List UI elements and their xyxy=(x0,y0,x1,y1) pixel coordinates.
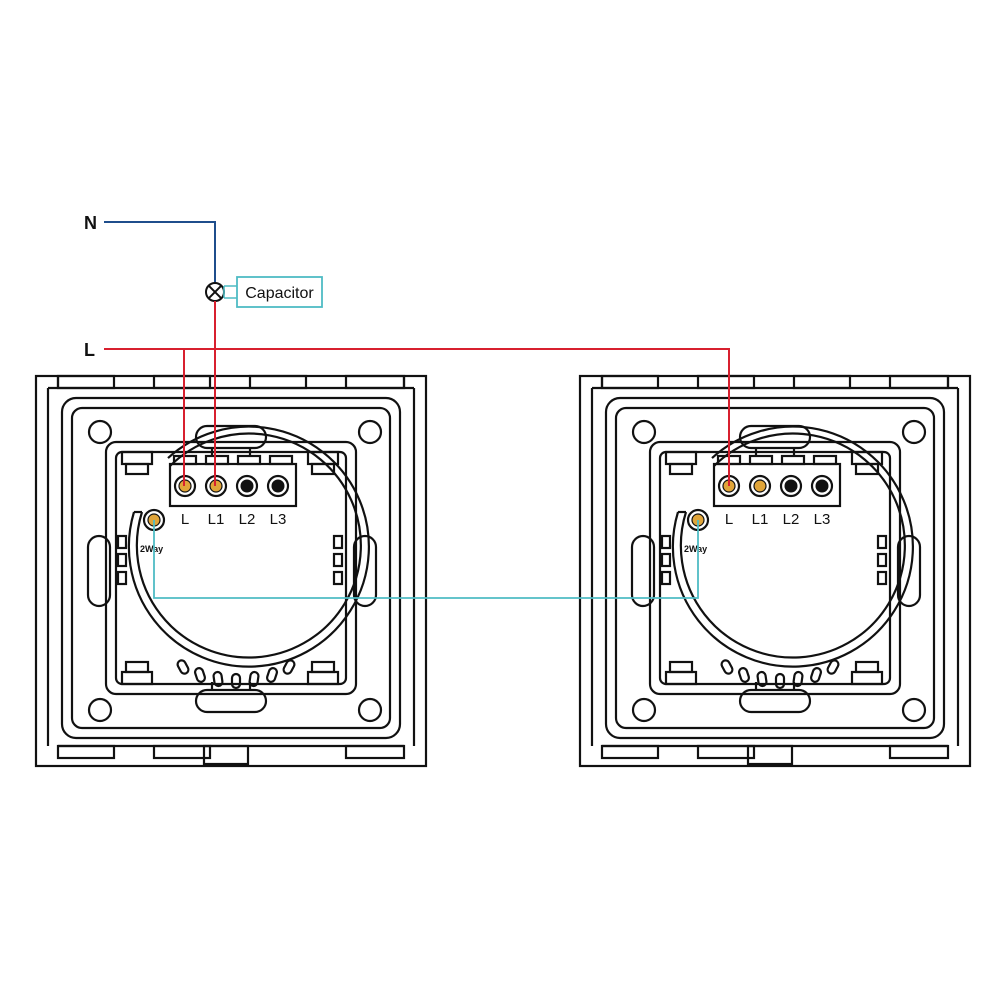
capacitor: Capacitor xyxy=(223,276,323,308)
terminal-label-l3: L3 xyxy=(814,511,831,528)
terminal-label-l1: L1 xyxy=(208,511,225,528)
two-way-label: 2Way xyxy=(684,544,707,554)
terminal-label-l1: L1 xyxy=(752,511,769,528)
terminal-label-l2: L2 xyxy=(783,511,800,528)
terminal-l2-black xyxy=(235,474,259,498)
terminal-label-l3: L3 xyxy=(270,511,287,528)
switch-panel-2: L L1 L2 L3 2Way xyxy=(578,374,972,768)
terminal-l3-black xyxy=(810,474,834,498)
capacitor-label: Capacitor xyxy=(245,285,314,302)
two-way-label: 2Way xyxy=(140,544,163,554)
terminal-l3-black xyxy=(266,474,290,498)
terminal-label-l2: L2 xyxy=(239,511,256,528)
live-label: L xyxy=(84,340,95,360)
terminal-l2-black xyxy=(779,474,803,498)
terminal-l1-brass xyxy=(748,474,772,498)
two-way-link-wire xyxy=(153,520,699,599)
switch-panel-1: L L1 L2 L3 2Way xyxy=(34,374,428,768)
terminal-label-l: L xyxy=(181,511,189,528)
neutral-wire xyxy=(104,221,216,283)
lamp-symbol-icon xyxy=(205,282,225,302)
terminal-label-l: L xyxy=(725,511,733,528)
neutral-label: N xyxy=(84,213,97,233)
live-wire xyxy=(104,348,730,486)
